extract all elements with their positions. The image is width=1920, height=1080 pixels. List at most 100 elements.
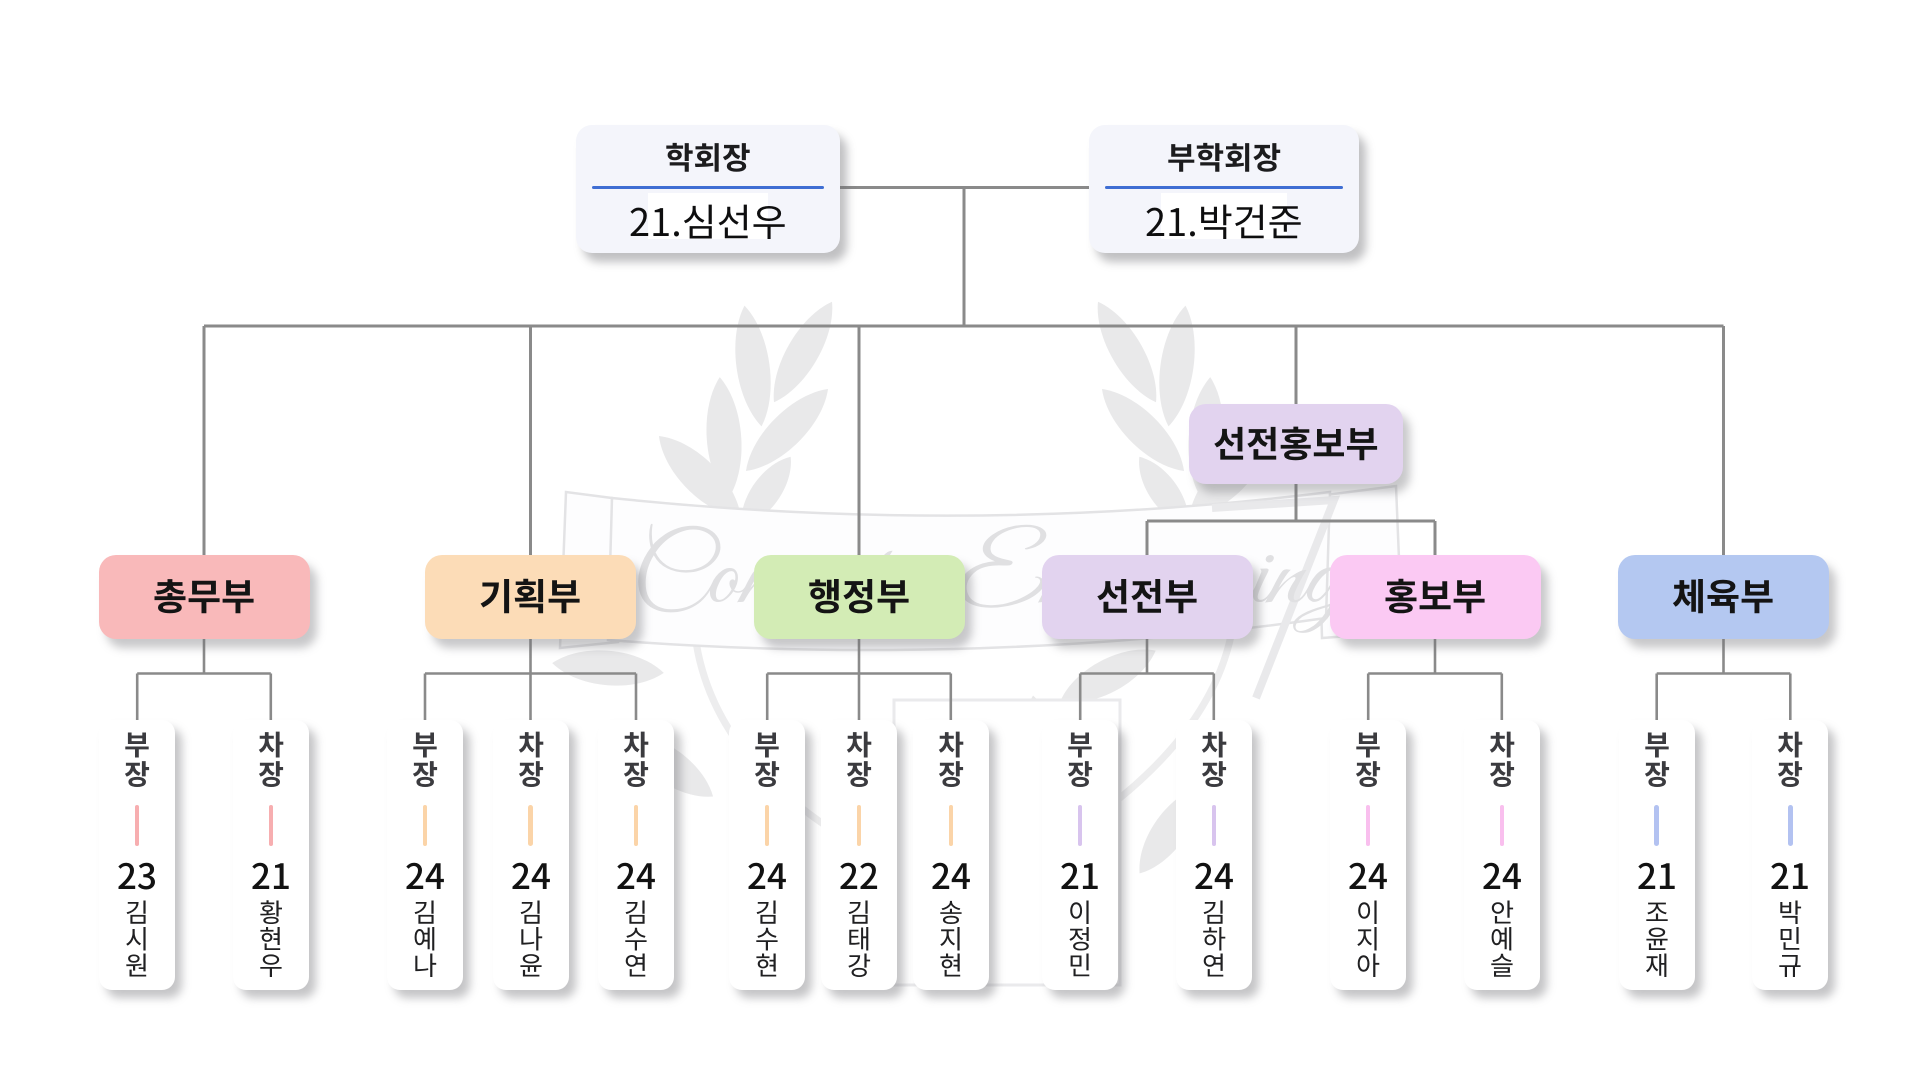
dept-title-text-promotion-pr-group bbox=[1214, 426, 1378, 461]
member-role-value: 부장 bbox=[1042, 720, 1118, 990]
member-role-value: 차장 bbox=[1176, 720, 1252, 990]
member-year-text bbox=[840, 862, 878, 889]
member-year-text bbox=[1061, 862, 1098, 889]
member-year-value: 21 bbox=[1619, 720, 1695, 990]
member-year-value: 21 bbox=[1752, 720, 1828, 990]
member-role-value: 부장 bbox=[1330, 720, 1406, 990]
role-tick bbox=[948, 805, 954, 846]
member-year-text bbox=[748, 862, 787, 889]
role-tick bbox=[1499, 805, 1505, 846]
vice-president-name-text bbox=[1146, 204, 1301, 239]
president-title-text bbox=[666, 142, 750, 172]
member-name-value: 김나윤 bbox=[493, 720, 569, 990]
member-year-text bbox=[511, 862, 550, 889]
president-name-text bbox=[630, 204, 785, 239]
member-year-value: 23 bbox=[99, 720, 175, 990]
member-year-value: 24 bbox=[598, 720, 674, 990]
member-year-value: 24 bbox=[1330, 720, 1406, 990]
member-name-value: 김태강 bbox=[821, 720, 897, 990]
member-name-text bbox=[940, 900, 962, 977]
dept-title-text-administration bbox=[809, 579, 909, 614]
member-role-value: 차장 bbox=[913, 720, 989, 990]
member-role-value: 부장 bbox=[99, 720, 175, 990]
member-name-value: 김수현 bbox=[729, 720, 805, 990]
role-tick bbox=[856, 805, 862, 846]
member-name-text bbox=[126, 900, 147, 977]
role-tick bbox=[422, 805, 428, 846]
member-year-text bbox=[1483, 862, 1521, 889]
role-tick bbox=[134, 805, 140, 846]
member-year-text bbox=[617, 862, 655, 889]
member-name-text bbox=[414, 900, 437, 977]
member-card-planning-head0: 부장24김예나 bbox=[387, 720, 463, 990]
member-year-value: 24 bbox=[1176, 720, 1252, 990]
general-affairs-name-value: 총무부 bbox=[99, 555, 310, 639]
member-role-text bbox=[1778, 731, 1803, 787]
member-year-value: 24 bbox=[913, 720, 989, 990]
member-card-promotion-head0: 부장21이정민 bbox=[1042, 720, 1119, 990]
member-name-value: 조윤재 bbox=[1619, 720, 1695, 990]
divider-line bbox=[592, 185, 824, 190]
planning-name-value: 기획부 bbox=[425, 555, 636, 639]
member-name-value: 이지아 bbox=[1330, 720, 1406, 990]
member-name-value: 김수연 bbox=[598, 720, 674, 990]
dept-title-text-planning bbox=[480, 578, 580, 614]
member-year-text bbox=[1195, 862, 1233, 889]
member-year-value: 24 bbox=[387, 720, 463, 990]
member-role-value: 차장 bbox=[821, 720, 897, 990]
member-role-text bbox=[1201, 731, 1227, 787]
member-name-value: 황현우 bbox=[233, 720, 309, 990]
dept-box-sports: 체육부 bbox=[1618, 555, 1829, 639]
vice-president-box: 부학회장21.박건준 bbox=[1089, 125, 1359, 253]
member-year-text bbox=[932, 862, 970, 889]
member-name-value: 김시원 bbox=[99, 720, 175, 990]
member-role-value: 부장 bbox=[1619, 720, 1695, 990]
member-card-administration-deputy1: 차장22김태강 bbox=[821, 720, 897, 990]
member-year-text bbox=[1637, 862, 1675, 889]
member-role-text bbox=[623, 731, 649, 787]
member-card-planning-deputy1: 차장24김나윤 bbox=[492, 720, 569, 990]
member-year-value: 24 bbox=[729, 720, 805, 990]
member-role-value: 차장 bbox=[1464, 720, 1540, 990]
member-name-text bbox=[1491, 900, 1513, 977]
role-tick bbox=[528, 805, 533, 846]
member-year-text bbox=[1349, 862, 1388, 889]
dept-box-general-affairs: 총무부 bbox=[98, 555, 310, 639]
member-name-text bbox=[259, 900, 282, 977]
member-name-text bbox=[1779, 900, 1802, 977]
member-card-public-relations-deputy1: 차장24안예슬 bbox=[1463, 720, 1540, 990]
role-tick bbox=[1365, 805, 1371, 846]
member-name-text bbox=[1357, 900, 1380, 977]
president-box: 학회장21.심선우 bbox=[576, 125, 840, 253]
member-role-value: 부장 bbox=[387, 720, 463, 990]
dept-title-text-sports bbox=[1673, 579, 1773, 614]
divider-line bbox=[1105, 185, 1343, 190]
dept-box-public-relations: 홍보부 bbox=[1329, 555, 1541, 639]
member-card-general-affairs-head0: 부장23김시원 bbox=[99, 720, 176, 990]
member-role-text bbox=[938, 731, 964, 787]
dept-box-planning: 기획부 bbox=[425, 555, 636, 639]
member-card-sports-deputy1: 차장21박민규 bbox=[1752, 720, 1829, 990]
member-year-text bbox=[406, 862, 444, 889]
role-tick bbox=[1211, 805, 1217, 846]
member-name-text bbox=[1202, 900, 1226, 977]
role-tick bbox=[1654, 805, 1659, 846]
member-role-text bbox=[412, 732, 438, 787]
member-year-value: 24 bbox=[493, 720, 569, 990]
member-name-value: 이정민 bbox=[1042, 720, 1118, 990]
member-role-text bbox=[846, 731, 872, 787]
member-year-value: 21 bbox=[1042, 720, 1118, 990]
member-name-text bbox=[848, 900, 871, 977]
member-role-value: 차장 bbox=[1752, 720, 1828, 990]
member-name-text bbox=[1645, 902, 1668, 977]
member-name-text bbox=[625, 900, 647, 977]
member-card-administration-head0: 부장24김수현 bbox=[729, 720, 806, 990]
dept-box-promotion-pr-group: 선전홍보부 bbox=[1189, 404, 1403, 484]
name-highlight bbox=[1161, 193, 1287, 239]
member-year-text bbox=[252, 862, 289, 889]
member-year-value: 21 bbox=[233, 720, 309, 990]
member-name-value: 김하연 bbox=[1176, 720, 1252, 990]
member-card-planning-deputy2: 차장24김수연 bbox=[598, 720, 674, 990]
